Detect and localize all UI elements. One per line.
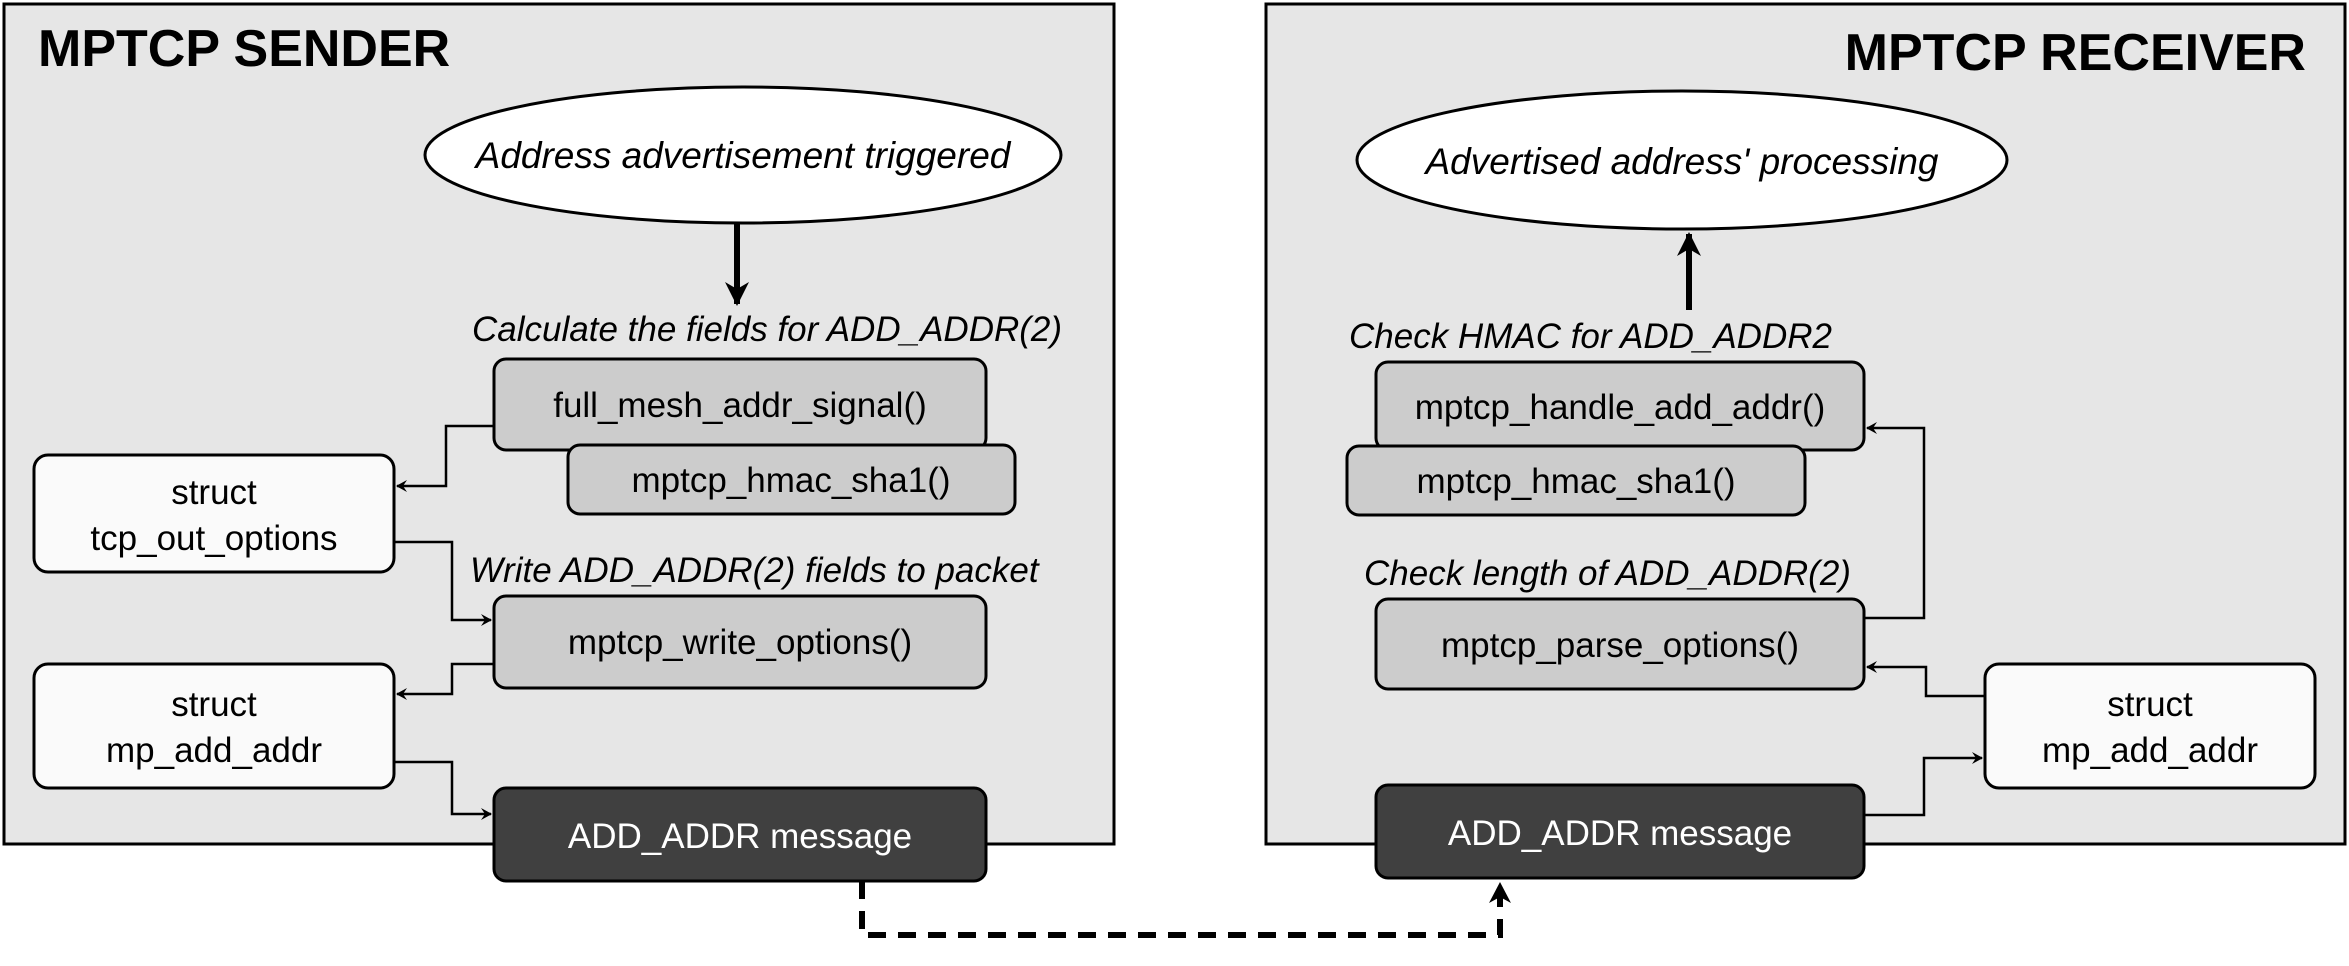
address-advertisement-trigger: Address advertisement triggered: [423, 85, 1063, 225]
receiver-panel: MPTCP RECEIVER Advertised address' proce…: [1264, 2, 2347, 846]
sender-struct-mp-name: mp_add_addr: [106, 731, 322, 770]
receiver-hmac-sha1-box: mptcp_hmac_sha1(): [1345, 444, 1807, 517]
parse-to-handle-arrow: [1864, 422, 1926, 620]
sender-hmac-sha1-box: mptcp_hmac_sha1(): [566, 443, 1017, 516]
caption-check-length: Check length of ADD_ADDR(2): [1364, 554, 1851, 593]
mp-add-addr-to-message-arrow: [394, 760, 492, 820]
struct-tcp-out-options-box: struct tcp_out_options: [32, 453, 396, 574]
sender-add-addr-message-box: ADD_ADDR message: [492, 786, 988, 883]
message-to-mp-add-addr-arrow: [1864, 752, 1983, 817]
receiver-hmac-sha1-label: mptcp_hmac_sha1(): [1416, 462, 1735, 501]
signal-to-tcp-options-arrow: [396, 424, 494, 492]
processing-label: Advertised address' processing: [1424, 141, 1939, 182]
struct-tcp-keyword: struct: [171, 473, 257, 512]
caption-write-fields: Write ADD_ADDR(2) fields to packet: [470, 551, 1040, 590]
sender-struct-mp-keyword: struct: [171, 685, 257, 724]
receiver-title: MPTCP RECEIVER: [1845, 24, 2306, 82]
struct-tcp-name: tcp_out_options: [90, 519, 337, 558]
mptcp-parse-options-label: mptcp_parse_options(): [1441, 626, 1799, 665]
mptcp-handle-add-addr-label: mptcp_handle_add_addr(): [1415, 388, 1826, 427]
mptcp-write-options-label: mptcp_write_options(): [568, 623, 912, 662]
full-mesh-addr-signal-label: full_mesh_addr_signal(): [553, 386, 927, 425]
sender-struct-mp-add-addr-box: struct mp_add_addr: [32, 662, 396, 790]
receiver-message-label: ADD_ADDR message: [1448, 814, 1792, 853]
receiver-struct-mp-name: mp_add_addr: [2042, 731, 2258, 770]
sender-title: MPTCP SENDER: [38, 20, 450, 78]
receiver-struct-mp-keyword: struct: [2107, 685, 2193, 724]
sender-panel: MPTCP SENDER Address advertisement trigg…: [2, 2, 1116, 846]
mp-add-addr-to-parse-arrow: [1866, 661, 1985, 698]
caption-check-hmac: Check HMAC for ADD_ADDR2: [1349, 317, 1832, 356]
mptcp-parse-options-box: mptcp_parse_options(): [1374, 597, 1866, 691]
mptcp-handle-add-addr-box: mptcp_handle_add_addr(): [1374, 360, 1866, 452]
trigger-label: Address advertisement triggered: [474, 135, 1012, 176]
receiver-struct-mp-add-addr-box: struct mp_add_addr: [1983, 662, 2317, 790]
sender-hmac-sha1-label: mptcp_hmac_sha1(): [631, 461, 950, 500]
caption-calculate-fields: Calculate the fields for ADD_ADDR(2): [472, 310, 1062, 349]
mptcp-write-options-box: mptcp_write_options(): [492, 594, 988, 690]
full-mesh-addr-signal-box: full_mesh_addr_signal(): [492, 357, 988, 452]
message-transmission-arrow: [859, 881, 1511, 938]
receiver-add-addr-message-box: ADD_ADDR message: [1374, 783, 1866, 880]
sender-message-label: ADD_ADDR message: [568, 817, 912, 856]
advertised-address-processing: Advertised address' processing: [1355, 89, 2009, 231]
tcp-options-to-write-arrow: [394, 540, 492, 626]
write-to-mp-add-addr-arrow: [396, 662, 494, 700]
